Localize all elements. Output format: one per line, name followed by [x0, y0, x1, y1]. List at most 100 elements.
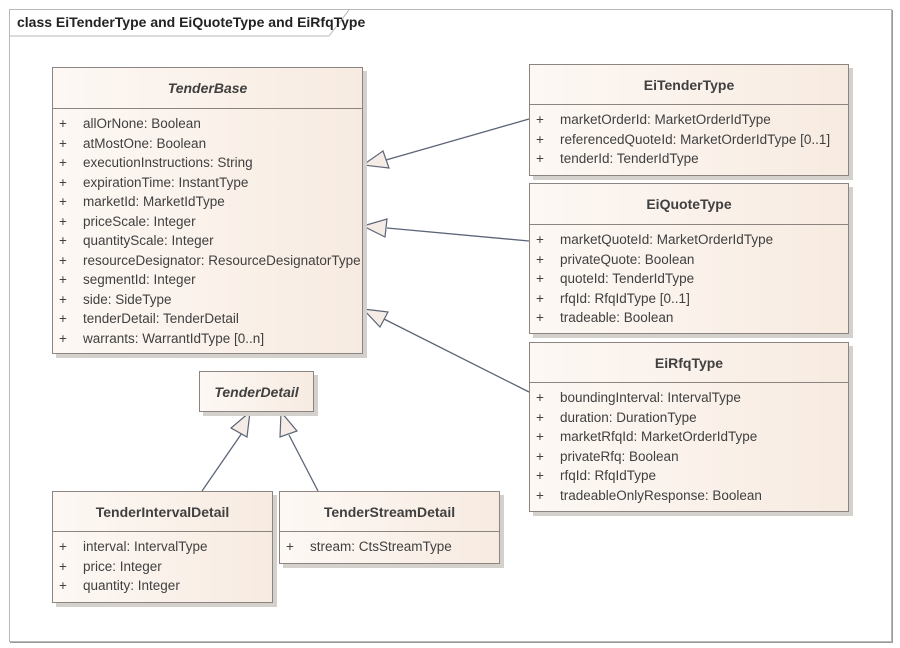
visibility-public-icon: +	[536, 290, 544, 306]
visibility-public-icon: +	[59, 174, 67, 190]
attribute-row[interactable]: + warrants: WarrantIdType [0..n]	[53, 329, 362, 349]
attribute-text: stream: CtsStreamType	[310, 539, 452, 554]
attribute-row[interactable]: + quantityScale: Integer	[53, 231, 362, 251]
attribute-text: marketQuoteId: MarketOrderIdType	[560, 232, 774, 247]
attribute-text: marketId: MarketIdType	[83, 194, 225, 209]
attribute-text: tenderId: TenderIdType	[560, 151, 699, 166]
visibility-public-icon: +	[536, 112, 544, 127]
attribute-row[interactable]: + rfqId: RfqIdType	[530, 466, 848, 486]
attribute-text: tradeableOnlyResponse: Boolean	[560, 487, 762, 503]
attribute-row[interactable]: +marketRfqId: MarketOrderIdType	[530, 427, 848, 447]
attribute-list: +marketQuoteId: MarketOrderIdType+privat…	[530, 225, 848, 328]
attribute-text: warrants: WarrantIdType [0..n]	[83, 330, 265, 346]
attribute-text: segmentId: Integer	[83, 272, 196, 287]
visibility-public-icon: +	[59, 194, 67, 209]
attribute-text: interval: IntervalType	[83, 539, 208, 554]
attribute-text: expirationTime: InstantType	[83, 174, 249, 190]
attribute-row[interactable]: +priceScale: Integer	[53, 212, 362, 232]
generalization-eiquotetype-tenderbase[interactable]	[361, 218, 530, 242]
attribute-row[interactable]: +privateQuote: Boolean	[530, 250, 848, 270]
attribute-text: marketRfqId: MarketOrderIdType	[560, 429, 758, 444]
visibility-public-icon: +	[59, 135, 67, 151]
attribute-list: + allOrNone: Boolean + atMostOne: Boolean + e…	[53, 109, 362, 348]
attribute-row[interactable]: + boundingInterval: IntervalType	[530, 388, 848, 408]
attribute-row[interactable]: + executionInstructions: String	[53, 153, 362, 173]
class-eitendertype[interactable]: EiTenderType + marketOrderId: MarketOrder…	[529, 64, 849, 176]
attribute-row[interactable]: + duration: DurationType	[530, 408, 848, 428]
diagram-title: class EiTenderType and EiQuoteType and E…	[17, 14, 366, 30]
attribute-row[interactable]: + resourceDesignator: ResourceDesignatorT…	[53, 251, 362, 271]
attribute-row[interactable]: +referencedQuoteId: MarketOrderIdType [0…	[530, 130, 848, 150]
visibility-public-icon: +	[59, 291, 67, 307]
attribute-row[interactable]: +tradeableOnlyResponse: Boolean	[530, 486, 848, 506]
class-name: TenderIntervalDetail	[53, 492, 272, 532]
generalization-arrowhead-icon	[361, 308, 389, 329]
class-name: TenderStreamDetail	[280, 492, 499, 532]
class-tenderdetail[interactable]: TenderDetail	[199, 371, 314, 412]
class-name: TenderBase	[53, 68, 362, 109]
visibility-public-icon: +	[536, 271, 544, 286]
attribute-text: atMostOne: Boolean	[83, 135, 207, 151]
attribute-row[interactable]: + rfqId: RfqIdType [0..1]	[530, 289, 848, 309]
attribute-text: priceScale: Integer	[83, 213, 196, 229]
attribute-text: privateQuote: Boolean	[560, 251, 695, 267]
visibility-public-icon: +	[59, 233, 67, 248]
attribute-row[interactable]: + segmentId: Integer	[53, 270, 362, 290]
attribute-text: quantityScale: Integer	[83, 233, 214, 248]
attribute-list: + marketOrderId: MarketOrderIdType +refere…	[530, 105, 848, 169]
class-tenderstreamdetail[interactable]: TenderStreamDetail +stream: CtsStreamTyp…	[279, 491, 500, 564]
attribute-text: rfqId: RfqIdType [0..1]	[560, 290, 690, 306]
attribute-text: privateRfq: Boolean	[560, 448, 679, 464]
generalization-arrowhead-icon	[229, 410, 251, 438]
attribute-text: executionInstructions: String	[83, 155, 253, 170]
generalization-arrowhead-icon	[361, 218, 388, 238]
visibility-public-icon: +	[59, 272, 67, 287]
attribute-row[interactable]: + marketOrderId: MarketOrderIdType	[530, 110, 848, 130]
attribute-row[interactable]: +tenderId: TenderIdType	[530, 149, 848, 169]
visibility-public-icon: +	[59, 330, 67, 346]
visibility-public-icon: +	[536, 409, 544, 425]
class-tenderintervaldetail[interactable]: TenderIntervalDetail +interval: Interval…	[52, 491, 273, 603]
class-name: EiRfqType	[530, 343, 848, 383]
attribute-row[interactable]: + marketId: MarketIdType	[53, 192, 362, 212]
attribute-row[interactable]: + atMostOne: Boolean	[53, 134, 362, 154]
attribute-row[interactable]: +stream: CtsStreamType	[280, 537, 499, 557]
attribute-text: boundingInterval: IntervalType	[560, 390, 741, 405]
attribute-text: resourceDesignator: ResourceDesignatorTy…	[83, 252, 361, 268]
attribute-row[interactable]: + price: Integer	[53, 557, 272, 577]
attribute-row[interactable]: +side: SideType	[53, 290, 362, 310]
visibility-public-icon: +	[536, 468, 544, 483]
attribute-row[interactable]: + allOrNone: Boolean	[53, 114, 362, 134]
generalization-arrowhead-icon	[361, 150, 390, 169]
attribute-text: price: Integer	[83, 558, 162, 574]
generalization-eirfqtype-tenderbase[interactable]	[361, 308, 530, 393]
class-name: EiTenderType	[530, 65, 848, 105]
visibility-public-icon: +	[536, 232, 544, 247]
attribute-row[interactable]: +quantity: Integer	[53, 576, 272, 596]
generalization-eitendertype-tenderbase[interactable]	[361, 118, 530, 169]
generalization-tenderstreamdetail-tenderdetail[interactable]	[279, 410, 319, 492]
class-eiquotetype[interactable]: EiQuoteType +marketQuoteId: MarketOrderI…	[529, 183, 849, 334]
class-tenderbase[interactable]: TenderBase + allOrNone: Boolean + atMostOne…	[52, 67, 363, 354]
attribute-text: rfqId: RfqIdType	[560, 468, 657, 483]
attribute-row[interactable]: +tradeable: Boolean	[530, 308, 848, 328]
attribute-text: tenderDetail: TenderDetail	[83, 311, 239, 326]
attribute-text: duration: DurationType	[560, 409, 697, 425]
visibility-public-icon: +	[59, 155, 67, 170]
class-eirfqtype[interactable]: EiRfqType + boundingInterval: IntervalTyp…	[529, 342, 849, 512]
visibility-public-icon: +	[536, 390, 544, 405]
attribute-text: allOrNone: Boolean	[83, 116, 201, 131]
visibility-public-icon: +	[59, 252, 67, 268]
attribute-row[interactable]: +tenderDetail: TenderDetail	[53, 309, 362, 329]
visibility-public-icon: +	[59, 558, 67, 574]
attribute-row[interactable]: + expirationTime: InstantType	[53, 173, 362, 193]
attribute-row[interactable]: +quoteId: TenderIdType	[530, 269, 848, 289]
attribute-text: marketOrderId: MarketOrderIdType	[560, 112, 771, 127]
visibility-public-icon: +	[59, 116, 67, 131]
attribute-row[interactable]: +privateRfq: Boolean	[530, 447, 848, 467]
attribute-row[interactable]: + marketQuoteId: MarketOrderIdType	[530, 230, 848, 250]
attribute-row[interactable]: +interval: IntervalType	[53, 537, 272, 557]
generalization-tenderintervaldetail-tenderdetail[interactable]	[201, 410, 251, 492]
attribute-text: tradeable: Boolean	[560, 310, 674, 325]
